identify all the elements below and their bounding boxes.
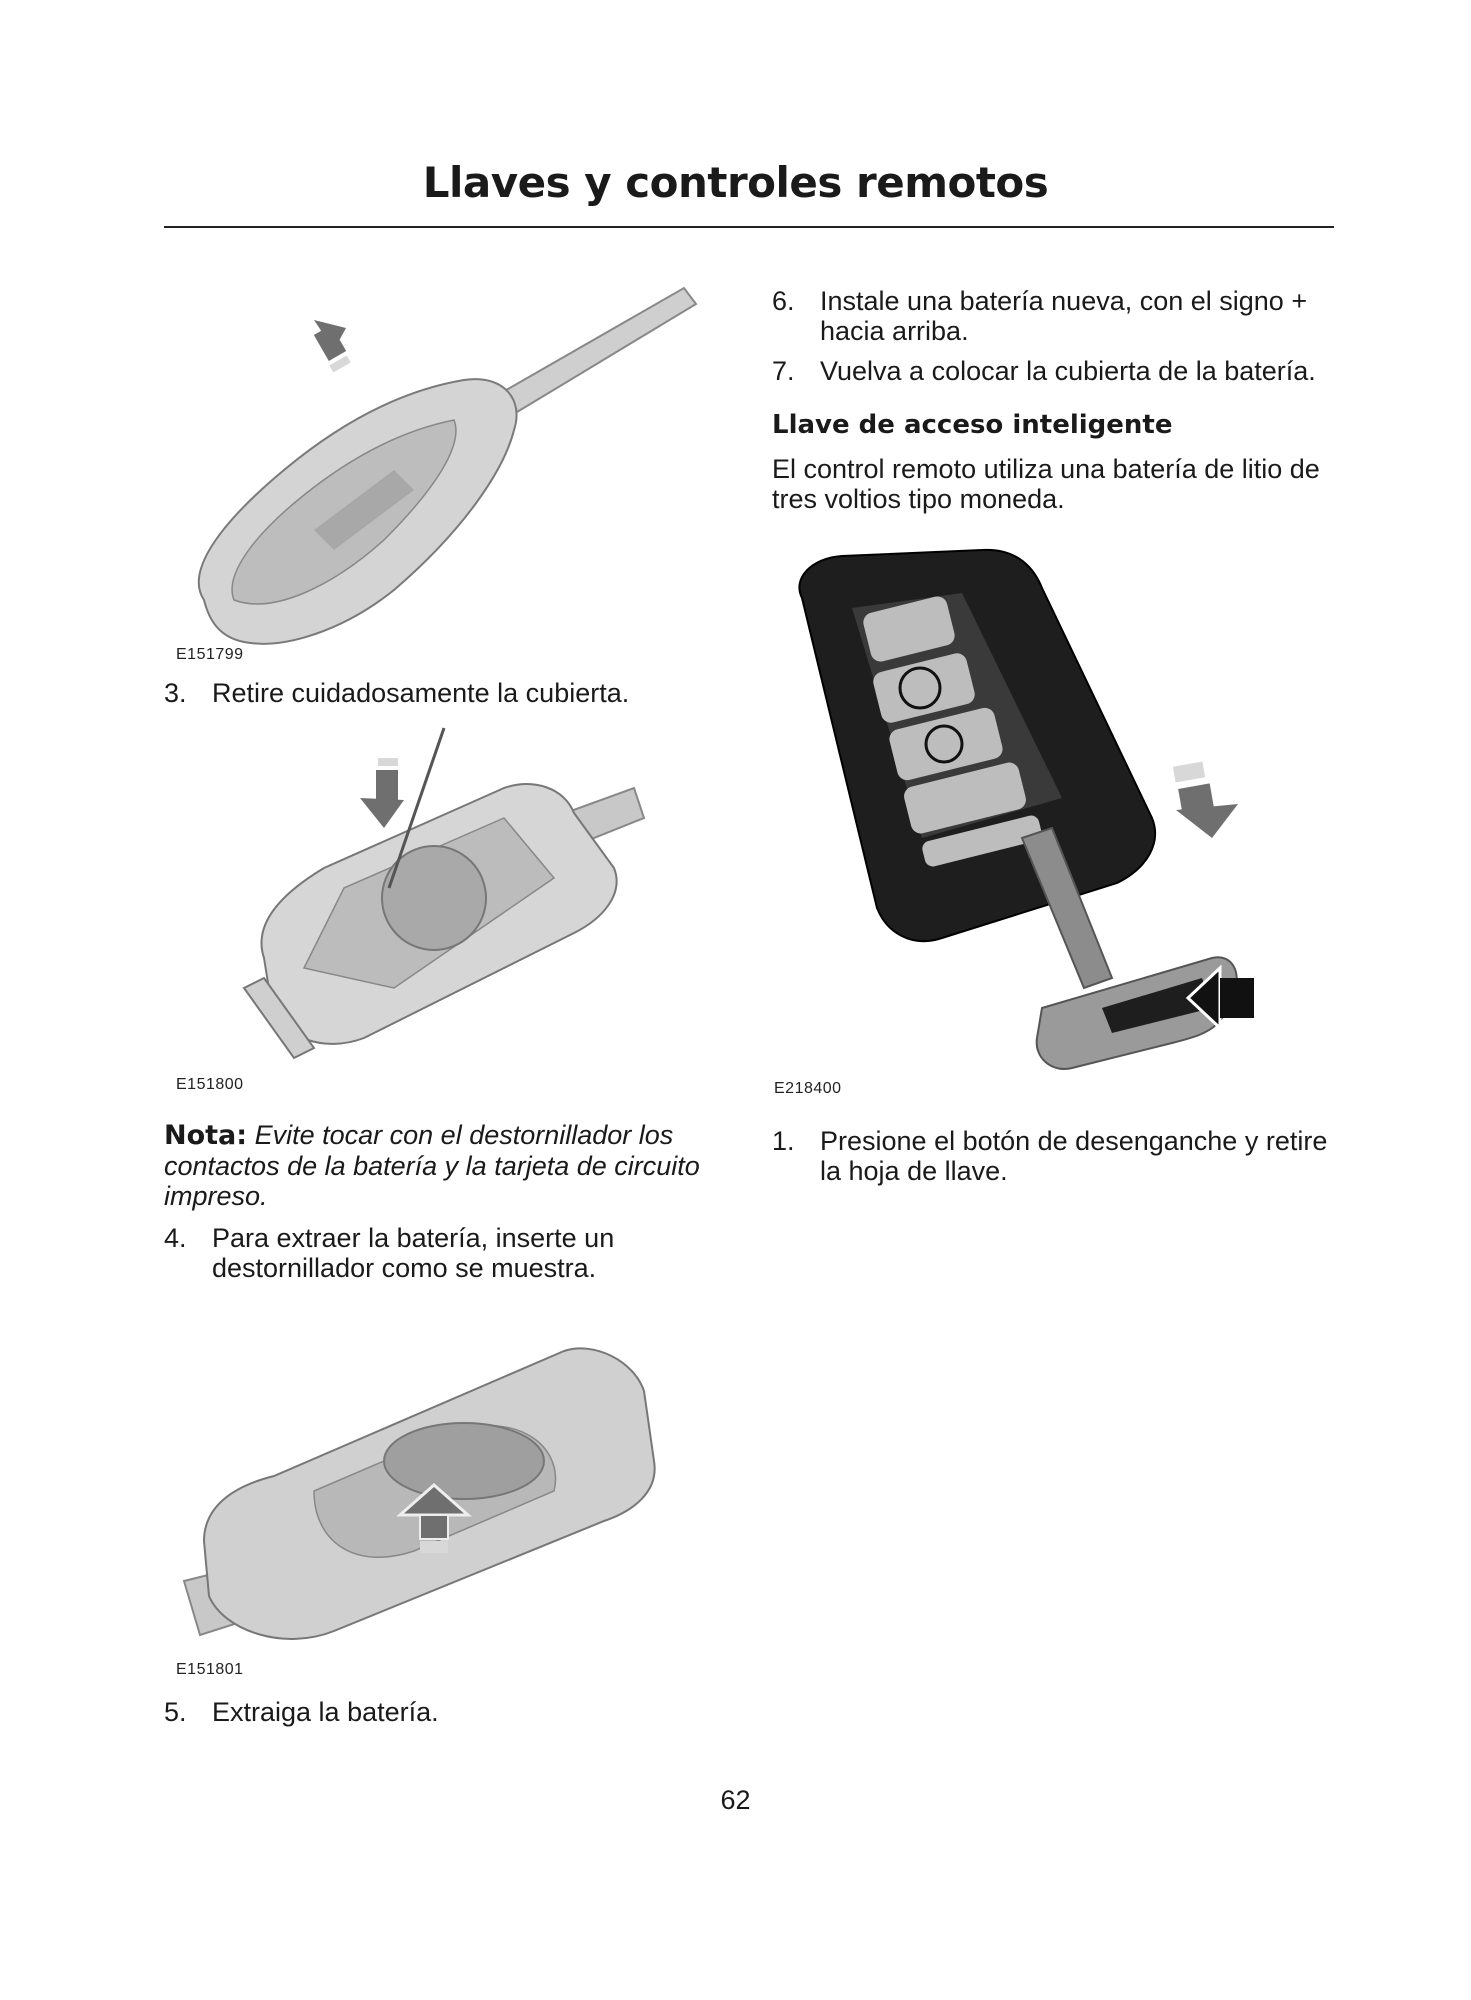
extract-battery-illustration	[182, 1347, 656, 1640]
figure-remove-cover: E151799	[164, 270, 704, 666]
step-text: Presione el botón de desenganche y retir…	[820, 1126, 1328, 1186]
right-column: 6. Instale una batería nueva, con el sig…	[772, 286, 1342, 1186]
remote-start-button	[889, 707, 1003, 781]
lock-button	[873, 653, 975, 723]
key-cover-illustration	[197, 286, 698, 645]
step-number: 4.	[164, 1223, 187, 1253]
arrow-down-icon	[1176, 804, 1238, 838]
step-6: 6. Instale una batería nueva, con el sig…	[772, 286, 1342, 346]
step-text: Vuelva a colocar la cubierta de la bater…	[820, 356, 1316, 386]
step-number: 5.	[164, 1697, 187, 1727]
figure-extract-battery: E151801	[164, 1301, 704, 1681]
section-heading: Llave de acceso inteligente	[772, 410, 1173, 440]
step-4: 4. Para extraer la batería, inserte un d…	[164, 1223, 724, 1283]
trunk-button	[904, 762, 1026, 834]
arrow-down-icon	[360, 798, 404, 828]
section-text: El control remoto utiliza una batería de…	[772, 454, 1320, 514]
screwdriver	[387, 727, 446, 889]
step-1: 1. Presione el botón de desenganche y re…	[772, 1126, 1342, 1186]
figure-code: E151800	[176, 1076, 244, 1093]
note-label: Nota:	[164, 1120, 248, 1151]
step-text: Instale una batería nueva, con el signo …	[820, 286, 1308, 346]
step-number: 6.	[772, 286, 795, 316]
step-text: Para extraer la batería, inserte un dest…	[212, 1223, 615, 1283]
step-number: 3.	[164, 678, 187, 708]
figure-code: E151799	[176, 646, 244, 663]
battery-compartment-illustration	[242, 727, 646, 1060]
page-number: 62	[720, 1785, 751, 1815]
lock-icon	[898, 666, 942, 710]
step-number: 1.	[772, 1126, 795, 1156]
step-number: 7.	[772, 356, 795, 386]
page-title: Llaves y controles remotos	[422, 158, 1049, 207]
step-text: Retire cuidadosamente la cubierta.	[212, 678, 630, 708]
figure-code: E151801	[176, 1661, 244, 1678]
step-5: 5. Extraiga la batería.	[164, 1697, 724, 1727]
note-text: Evite tocar con el destornillador los co…	[164, 1120, 700, 1211]
step-7: 7. Vuelva a colocar la cubierta de la ba…	[772, 356, 1342, 386]
unlock-button	[863, 596, 955, 662]
figure-smart-key: E218400	[772, 538, 1312, 1108]
left-column: E151799 3. Retire cuidadosamente la cubi…	[164, 270, 724, 1727]
figure-battery-compartment: E151800	[164, 718, 704, 1096]
note: Nota: Evite tocar con el destornillador …	[164, 1120, 724, 1211]
step-3: 3. Retire cuidadosamente la cubierta.	[164, 678, 724, 708]
panic-button	[922, 815, 1042, 867]
smart-key-illustration	[798, 548, 1254, 1070]
title-divider	[164, 226, 1334, 228]
figure-code: E218400	[774, 1080, 842, 1097]
step-text: Extraiga la batería.	[212, 1697, 439, 1727]
key-blade	[1020, 826, 1114, 990]
remote-start-icon	[924, 724, 964, 764]
